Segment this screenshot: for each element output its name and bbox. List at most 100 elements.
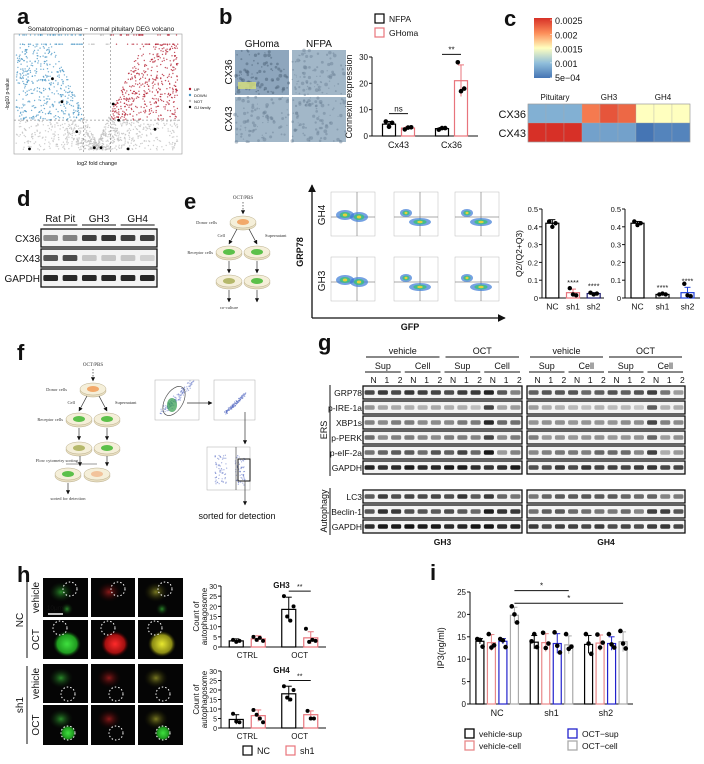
band bbox=[364, 465, 375, 470]
band bbox=[554, 509, 565, 514]
volcano-point bbox=[164, 43, 166, 45]
flow-event bbox=[215, 479, 217, 481]
volcano-point bbox=[40, 91, 42, 94]
ihc-texture bbox=[270, 78, 275, 82]
ihc-texture bbox=[328, 50, 332, 55]
flow-event bbox=[221, 462, 223, 464]
cells bbox=[73, 445, 85, 451]
volcano-point bbox=[116, 137, 119, 140]
volcano-point bbox=[177, 62, 179, 65]
volcano-point bbox=[138, 96, 140, 99]
flow-event bbox=[180, 396, 182, 399]
flow-event bbox=[227, 409, 229, 411]
volcano-point bbox=[31, 62, 33, 64]
schematic-treatment: OCT/PBS bbox=[233, 196, 254, 201]
volcano-point bbox=[128, 106, 130, 109]
volcano-point bbox=[67, 79, 69, 81]
ihc-texture bbox=[279, 69, 283, 73]
volcano-point bbox=[150, 69, 153, 72]
flow-event bbox=[224, 477, 226, 479]
volcano-point bbox=[25, 51, 28, 54]
bar-NC bbox=[545, 222, 560, 299]
panel-label-i: i bbox=[430, 560, 436, 585]
flow-event bbox=[183, 387, 185, 389]
volcano-point bbox=[81, 142, 84, 145]
volcano-point bbox=[173, 84, 175, 87]
band bbox=[417, 450, 428, 455]
volcano-point bbox=[59, 69, 61, 72]
y-tick-label: 0 bbox=[213, 645, 217, 652]
flow-event bbox=[181, 393, 183, 395]
volcano-point bbox=[38, 111, 40, 114]
volcano-point bbox=[57, 71, 59, 73]
data-point bbox=[682, 281, 687, 286]
volcano-point bbox=[161, 48, 163, 50]
x-tick-label: sh2 bbox=[587, 302, 601, 312]
volcano-point bbox=[45, 80, 47, 82]
ihc-texture bbox=[257, 52, 260, 56]
volcano-point bbox=[139, 78, 141, 81]
volcano-point bbox=[161, 127, 164, 129]
volcano-point bbox=[163, 59, 165, 62]
volcano-point bbox=[72, 131, 74, 133]
band bbox=[404, 450, 415, 455]
volcano-point bbox=[61, 69, 63, 72]
volcano-point bbox=[53, 136, 55, 138]
data-point bbox=[609, 642, 614, 647]
volcano-point bbox=[83, 117, 86, 119]
volcano-point bbox=[172, 43, 175, 45]
ihc-texture bbox=[294, 128, 298, 132]
volcano-point bbox=[98, 138, 101, 140]
flow-event bbox=[238, 482, 240, 484]
band bbox=[581, 524, 592, 529]
ihc-texture bbox=[271, 131, 274, 134]
volcano-point bbox=[143, 128, 145, 130]
volcano-point bbox=[111, 127, 114, 129]
volcano-point bbox=[171, 136, 174, 138]
flow-event bbox=[227, 407, 230, 409]
volcano-point bbox=[142, 76, 144, 78]
volcano-point bbox=[164, 66, 167, 69]
ihc-texture bbox=[319, 75, 321, 77]
volcano-point bbox=[148, 110, 151, 112]
flow-event bbox=[189, 380, 191, 382]
ihc-texture bbox=[299, 54, 301, 57]
ihc-texture bbox=[284, 116, 287, 119]
ihc-texture bbox=[263, 53, 267, 58]
ihc-texture bbox=[291, 60, 294, 63]
flow-event bbox=[233, 405, 235, 408]
volcano-point bbox=[133, 90, 136, 93]
legend-swatch bbox=[567, 740, 578, 751]
volcano-point bbox=[161, 80, 163, 83]
volcano-point bbox=[26, 49, 28, 51]
volcano-point bbox=[66, 128, 69, 130]
cell-signal bbox=[156, 603, 168, 615]
volcano-point bbox=[128, 93, 130, 96]
volcano-point bbox=[78, 128, 80, 130]
volcano-point bbox=[94, 141, 97, 143]
y-axis-label: Connexin expression bbox=[344, 54, 354, 138]
ihc-texture bbox=[297, 122, 299, 124]
group-label-sh1: sh1 bbox=[15, 697, 26, 714]
flow-event bbox=[238, 463, 241, 465]
volcano-point bbox=[34, 75, 36, 77]
ihc-texture bbox=[253, 108, 257, 112]
band bbox=[510, 524, 521, 529]
volcano-point bbox=[59, 87, 62, 90]
volcano-point bbox=[107, 133, 110, 136]
volcano-point bbox=[75, 125, 78, 127]
volcano-point bbox=[107, 148, 109, 150]
volcano-point bbox=[142, 83, 144, 85]
cell-signal bbox=[97, 709, 121, 729]
volcano-point bbox=[87, 134, 89, 136]
row-CX43-blot bbox=[40, 248, 158, 268]
volcano-point bbox=[43, 62, 45, 65]
volcano-point bbox=[123, 95, 125, 98]
y-tick-label: 30 bbox=[209, 669, 217, 676]
volcano-point bbox=[39, 99, 42, 102]
volcano-point bbox=[168, 75, 170, 77]
ihc-texture bbox=[281, 96, 283, 98]
volcano-point bbox=[59, 124, 62, 127]
band bbox=[568, 390, 579, 395]
volcano-point bbox=[41, 43, 43, 45]
